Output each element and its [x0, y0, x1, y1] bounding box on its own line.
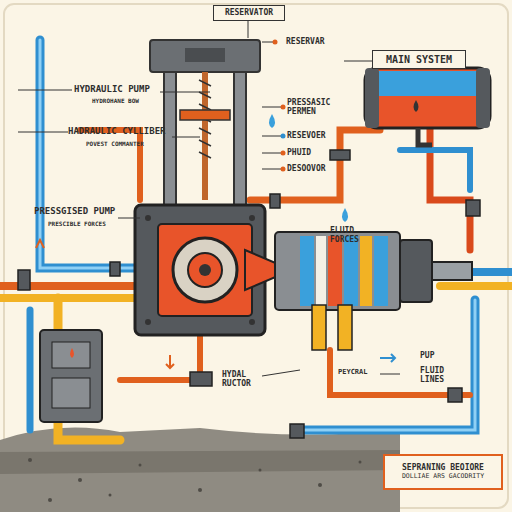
part-label: PRESCIBLE FORCES [48, 221, 106, 228]
part-label: HADRAULIC CYLLIBER [68, 126, 166, 136]
part-label: RESEVOER [287, 131, 326, 140]
label-box: SEPRANING BEOIOREDOLLIAE ARS GACODRITY [383, 454, 503, 490]
part-label: PUP [420, 351, 434, 360]
box-heading: RESERVATOR [225, 8, 273, 18]
part-label: DESOOVOR [287, 164, 326, 173]
box-heading: MAIN SYSTEM [386, 54, 452, 66]
part-label: POVEST COMMANTER [86, 141, 144, 148]
box-body: DOLLIAE ARS GACODRITY [402, 473, 484, 481]
label-box: RESERVATOR [213, 5, 285, 21]
part-label: FLUID FORCES [330, 226, 380, 244]
part-label: PRESSGISED PUMP [34, 206, 115, 216]
part-label: RESERVAR [286, 37, 325, 46]
label-box: MAIN SYSTEM [372, 50, 466, 69]
part-label: PEYCRAL [338, 368, 368, 376]
box-heading: SEPRANING BEOIORE [402, 463, 484, 473]
part-label: HYDRAULIC PUMP [74, 84, 150, 94]
part-label: HYDROHANE BOW [92, 98, 139, 105]
part-label: PRESSASIC PERMEN [287, 98, 357, 116]
part-label: PHUID [287, 148, 311, 157]
part-label: FLUID LINES [420, 366, 470, 384]
part-label: HYDAL RUCTOR [222, 370, 272, 388]
